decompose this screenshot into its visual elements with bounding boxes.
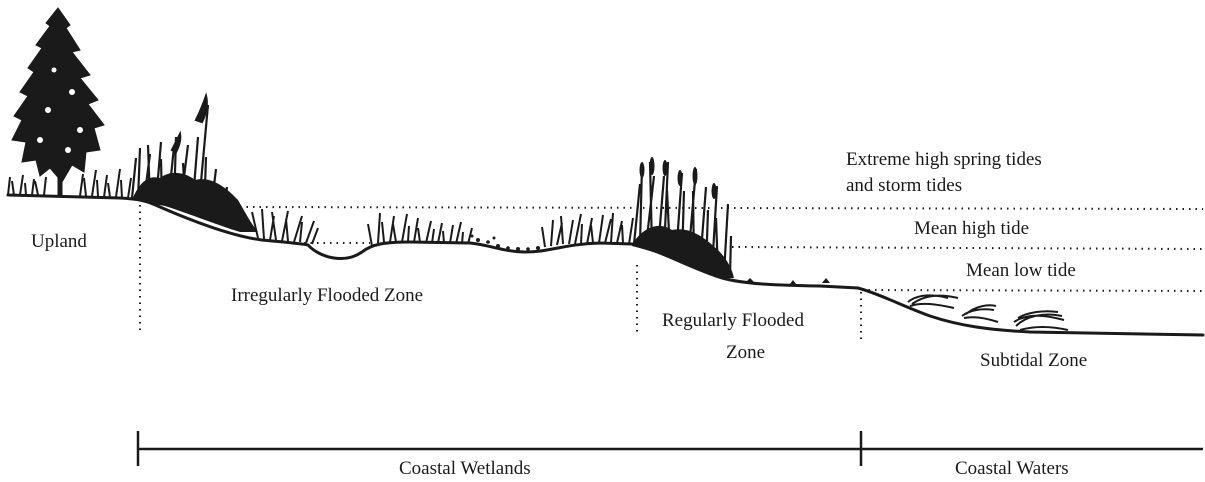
extreme-tide-line: [239, 206, 1204, 210]
irregular-zone-grasses: [251, 208, 634, 248]
high-marsh-mass: [132, 172, 258, 232]
low-marsh-specks: [470, 234, 540, 251]
mean-low-tide-line: [861, 289, 1204, 292]
seagrass: [907, 294, 1069, 331]
mean-high-tide-line: [731, 246, 1204, 250]
tree-foliage-gaps: [37, 67, 83, 153]
cattail-heads: [639, 157, 717, 199]
coastal-wetlands-label: Coastal Wetlands: [399, 458, 531, 479]
scale-bar: [136, 431, 1203, 466]
regular-zone-label-line1: Regularly Flooded: [662, 310, 804, 331]
mean-low-tide-label: Mean low tide: [966, 260, 1076, 281]
irregular-zone-label: Irregularly Flooded Zone: [231, 285, 424, 306]
mudflat-specks: [746, 278, 830, 284]
regular-zone-label-line2: Zone: [726, 342, 766, 363]
tide-level-lines: [239, 206, 1204, 292]
upland-grass: [7, 168, 132, 199]
tree-crown: [11, 7, 105, 183]
extreme-tide-label-line1: Extreme high spring tides: [846, 149, 1042, 170]
subtidal-zone-label: Subtidal Zone: [980, 350, 1088, 371]
zone-boundaries: [139, 205, 862, 340]
cattail-mass: [632, 225, 734, 278]
coastal-waters-label: Coastal Waters: [955, 458, 1069, 479]
ground-profile: [6, 193, 1205, 337]
extreme-tide-label-line2: and storm tides: [846, 175, 963, 196]
mean-high-tide-label: Mean high tide: [914, 218, 1030, 239]
upland-tree: [11, 7, 105, 196]
cattail-stand: [632, 161, 733, 277]
upland-label: Upland: [31, 231, 87, 252]
